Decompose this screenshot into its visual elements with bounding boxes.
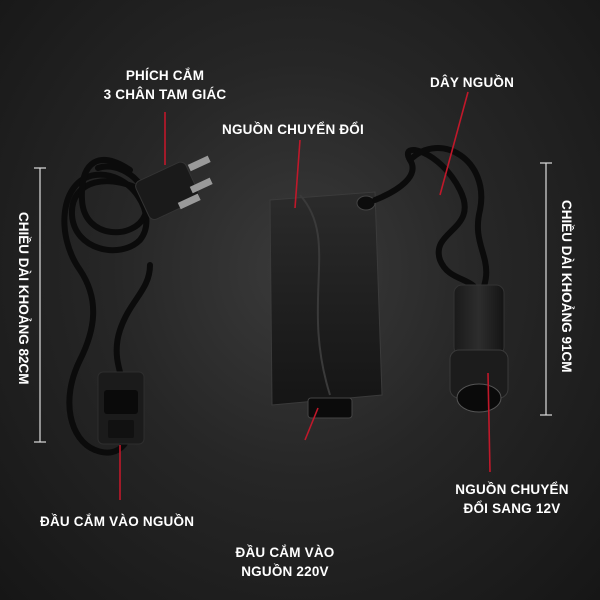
output-label-line2: ĐỔI SANG 12V xyxy=(463,501,561,516)
plug-label-line1: PHÍCH CẮM xyxy=(125,68,205,83)
power-cord-label: DÂY NGUỒN xyxy=(430,75,515,90)
iec-connector xyxy=(97,371,145,445)
right-length-label: CHIỀU DÀI KHOẢNG 91CM xyxy=(559,200,574,373)
input-label: ĐẦU CẮM VÀO NGUỒN 220V xyxy=(220,543,350,581)
right-power-cord xyxy=(372,145,490,303)
input-label-line1: ĐẦU CẮM VÀO xyxy=(235,545,335,560)
input-label-line2: NGUỒN 220V xyxy=(241,564,329,579)
plug-label: PHÍCH CẮM 3 CHÂN TAM GIÁC xyxy=(100,66,230,104)
car-socket xyxy=(449,284,509,413)
plug-in-source-label: ĐẦU CẮM VÀO NGUỒN xyxy=(40,514,195,529)
left-length-label: CHIỀU DÀI KHOẢNG 82CM xyxy=(16,212,31,385)
measurement-brackets xyxy=(34,162,552,443)
adapter-label: NGUỒN CHUYỂN ĐỔI xyxy=(222,122,364,137)
callout-lines xyxy=(119,91,491,500)
output-label-line1: NGUỒN CHUYỂN xyxy=(455,482,569,497)
plug-label-line2: 3 CHÂN TAM GIÁC xyxy=(103,87,227,102)
power-adapter xyxy=(269,191,383,419)
output-label: NGUỒN CHUYỂN ĐỔI SANG 12V xyxy=(447,480,577,518)
three-prong-plug xyxy=(135,155,213,220)
